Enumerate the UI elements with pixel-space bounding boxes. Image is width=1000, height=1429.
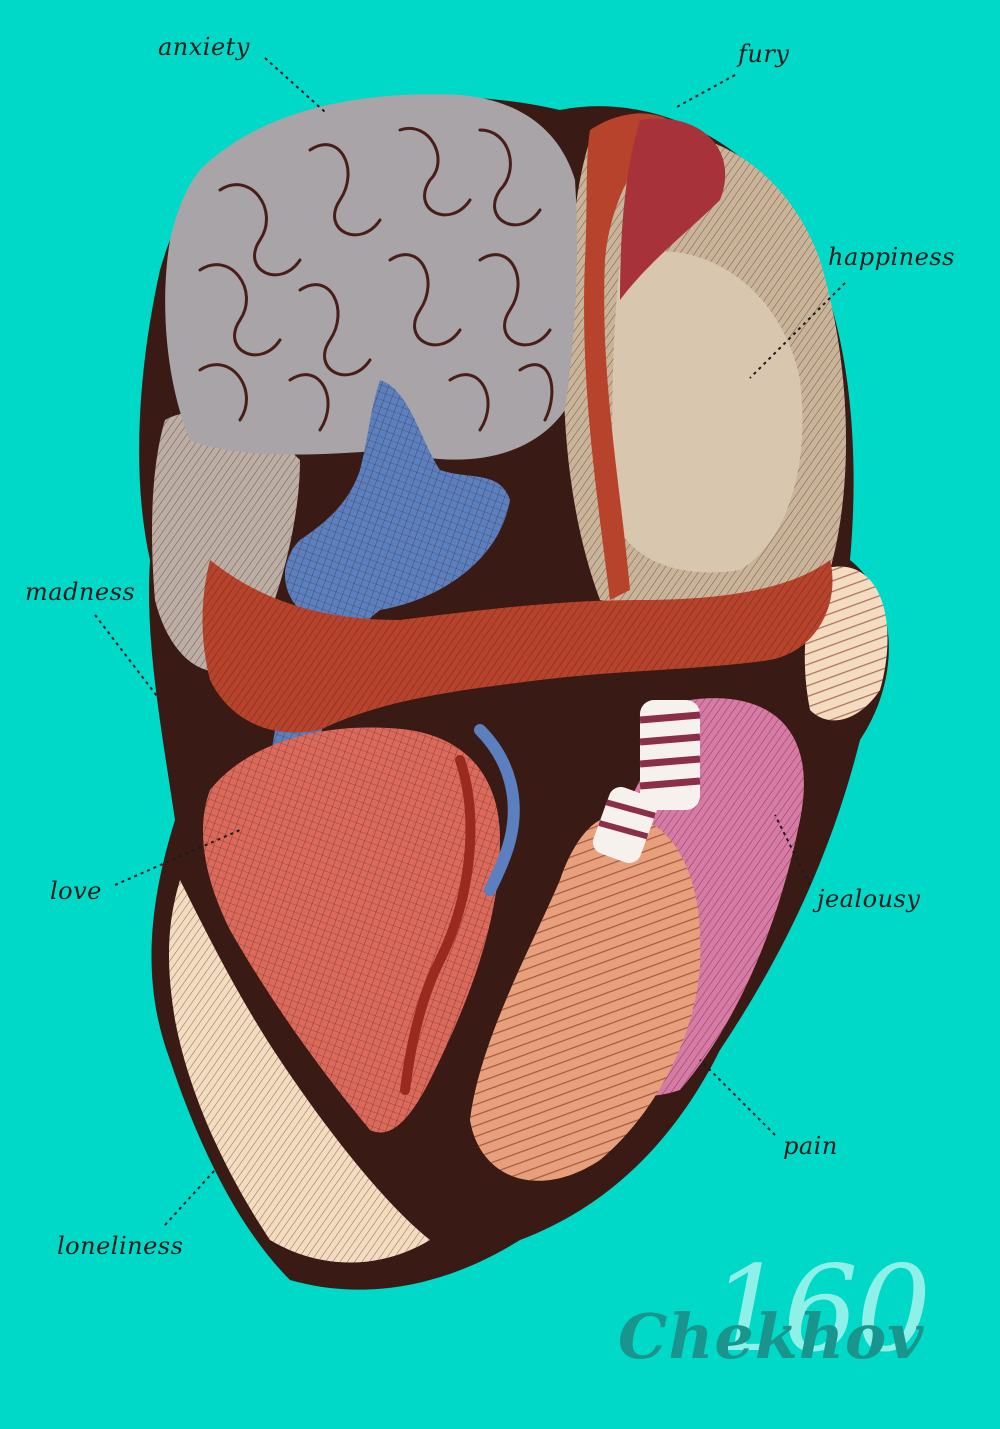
label-madness: madness (25, 578, 136, 606)
label-loneliness: loneliness (57, 1232, 184, 1260)
right-lung-highlight (612, 251, 803, 573)
leader-lines (94, 57, 846, 1226)
label-fury: fury (738, 40, 790, 68)
label-love: love (50, 877, 102, 905)
label-jealousy: jealousy (817, 885, 921, 913)
anniversary-number: 160 (710, 1240, 931, 1378)
label-happiness: happiness (828, 243, 955, 271)
heart-vessel (400, 755, 476, 1095)
trachea (592, 700, 701, 864)
heart-blue-branch (474, 724, 520, 896)
label-anxiety: anxiety (158, 33, 250, 61)
brand-name: Chekhov (618, 1300, 925, 1373)
brain-folds (198, 126, 554, 432)
fury-artery (584, 113, 670, 600)
label-pain: pain (783, 1132, 838, 1160)
brain (165, 94, 577, 460)
